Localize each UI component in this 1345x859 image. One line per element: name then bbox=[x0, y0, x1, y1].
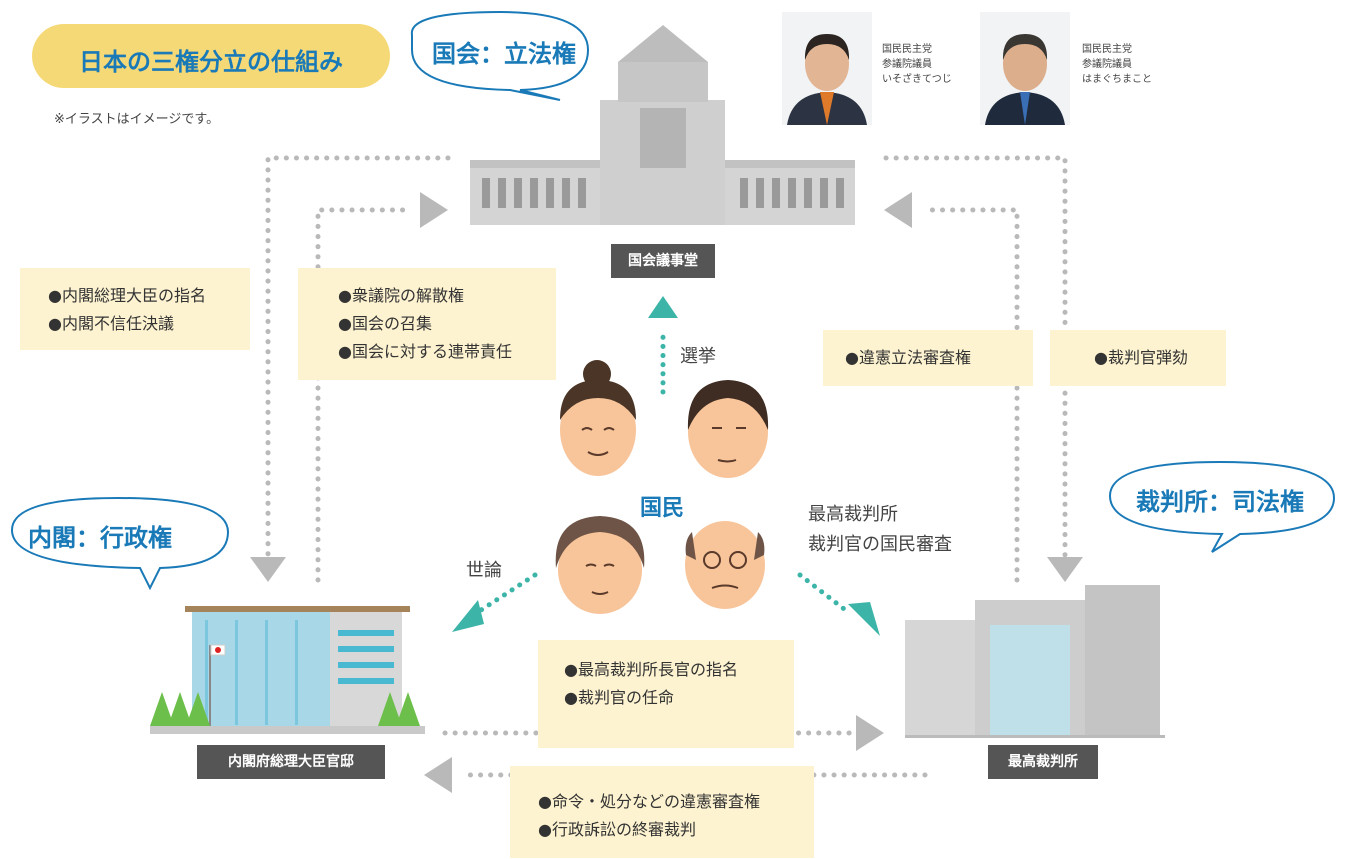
supreme-court-caption: 最高裁判所 bbox=[988, 745, 1098, 779]
judiciary-label: 裁判所：司法権 bbox=[1136, 488, 1304, 516]
arrow-into-cabinet-b bbox=[424, 757, 452, 793]
politician-name: いそざきてつじ bbox=[882, 74, 952, 85]
illustration-note: ※イラストはイメージです。 bbox=[54, 112, 220, 127]
box-cabinet-to-legislature: ●衆議院の解散権 ●国会の召集 ●国会に対する連帯責任 bbox=[298, 268, 556, 380]
executive-label: 内閣：行政権 bbox=[28, 524, 172, 552]
path-court-to-legislature bbox=[927, 207, 1020, 583]
arrow-into-legislature-a bbox=[420, 192, 448, 228]
people-illustration bbox=[555, 360, 769, 614]
executive-bubble bbox=[10, 496, 230, 591]
box-item: ●内閣不信任決議 bbox=[48, 314, 174, 333]
box-item: ●衆議院の解散権 bbox=[338, 286, 464, 305]
review-arrowhead bbox=[848, 602, 880, 636]
politician-party: 国民民主党 bbox=[1082, 44, 1132, 55]
politician-info-2: 国民民主党 参議院議員 はまぐちまこと bbox=[1082, 42, 1152, 87]
diet-building-illustration bbox=[470, 25, 855, 225]
arrow-into-legislature-b bbox=[884, 192, 912, 228]
box-court-to-legislature: ●違憲立法審査権 bbox=[823, 330, 1033, 386]
box-item: ●最高裁判所長官の指名 bbox=[564, 660, 738, 679]
box-item: ●裁判官の任命 bbox=[564, 688, 674, 707]
box-legislature-to-court: ●裁判官弾劾 bbox=[1050, 330, 1226, 386]
judicial-review-line2: 裁判官の国民審査 bbox=[808, 534, 952, 555]
page-title: 日本の三権分立の仕組み bbox=[79, 48, 343, 76]
box-item: ●違憲立法審査権 bbox=[845, 348, 971, 367]
path-legislature-to-cabinet bbox=[265, 155, 451, 558]
politician-name: はまぐちまこと bbox=[1082, 74, 1152, 85]
legislature-label: 国会：立法権 bbox=[432, 40, 576, 68]
box-cabinet-to-court: ●最高裁判所長官の指名 ●裁判官の任命 bbox=[538, 640, 794, 748]
politician-role: 参議院議員 bbox=[1082, 59, 1132, 70]
judicial-review-line1: 最高裁判所 bbox=[808, 504, 898, 525]
box-legislature-to-cabinet: ●内閣総理大臣の指名 ●内閣不信任決議 bbox=[20, 268, 250, 350]
politician-photo-1 bbox=[782, 12, 872, 125]
cabinet-office-caption: 内閣府総理大臣官邸 bbox=[197, 745, 385, 779]
box-item: ●国会に対する連帯責任 bbox=[338, 342, 512, 361]
opinion-arrowhead bbox=[452, 600, 484, 632]
cabinet-office-illustration bbox=[150, 606, 425, 734]
politician-info-1: 国民民主党 参議院議員 いそざきてつじ bbox=[882, 42, 952, 87]
politician-role: 参議院議員 bbox=[882, 59, 932, 70]
title-pill: 日本の三権分立の仕組み bbox=[32, 24, 390, 88]
portrait-image bbox=[782, 12, 872, 125]
box-item: ●裁判官弾劾 bbox=[1094, 348, 1188, 367]
path-cabinet-to-legislature bbox=[315, 207, 413, 583]
politician-party: 国民民主党 bbox=[882, 44, 932, 55]
arrow-into-court-b bbox=[856, 715, 884, 751]
review-dots bbox=[797, 572, 851, 615]
box-item: ●命令・処分などの違憲審査権 bbox=[538, 792, 760, 811]
election-label: 選挙 bbox=[680, 346, 716, 367]
legislature-bubble bbox=[410, 10, 590, 101]
box-item: ●行政訴訟の終審裁判 bbox=[538, 820, 696, 839]
election-arrowhead bbox=[648, 296, 678, 318]
box-court-to-cabinet: ●命令・処分などの違憲審査権 ●行政訴訟の終審裁判 bbox=[510, 766, 814, 858]
public-opinion-label: 世論 bbox=[466, 560, 502, 581]
people-label: 国民 bbox=[640, 496, 685, 521]
box-item: ●内閣総理大臣の指名 bbox=[48, 286, 206, 305]
diet-building-caption: 国会議事堂 bbox=[611, 244, 715, 278]
arrow-into-cabinet-a bbox=[250, 557, 286, 582]
path-legislature-to-court bbox=[883, 155, 1068, 558]
arrow-into-court-a bbox=[1047, 557, 1083, 582]
judicial-review-label: 最高裁判所 裁判官の国民審査 bbox=[808, 500, 952, 560]
judiciary-bubble bbox=[1108, 460, 1336, 553]
box-item: ●国会の召集 bbox=[338, 314, 432, 333]
supreme-court-illustration bbox=[905, 585, 1165, 738]
portrait-image bbox=[980, 12, 1070, 125]
politician-photo-2 bbox=[980, 12, 1070, 125]
opinion-dots bbox=[475, 572, 538, 615]
